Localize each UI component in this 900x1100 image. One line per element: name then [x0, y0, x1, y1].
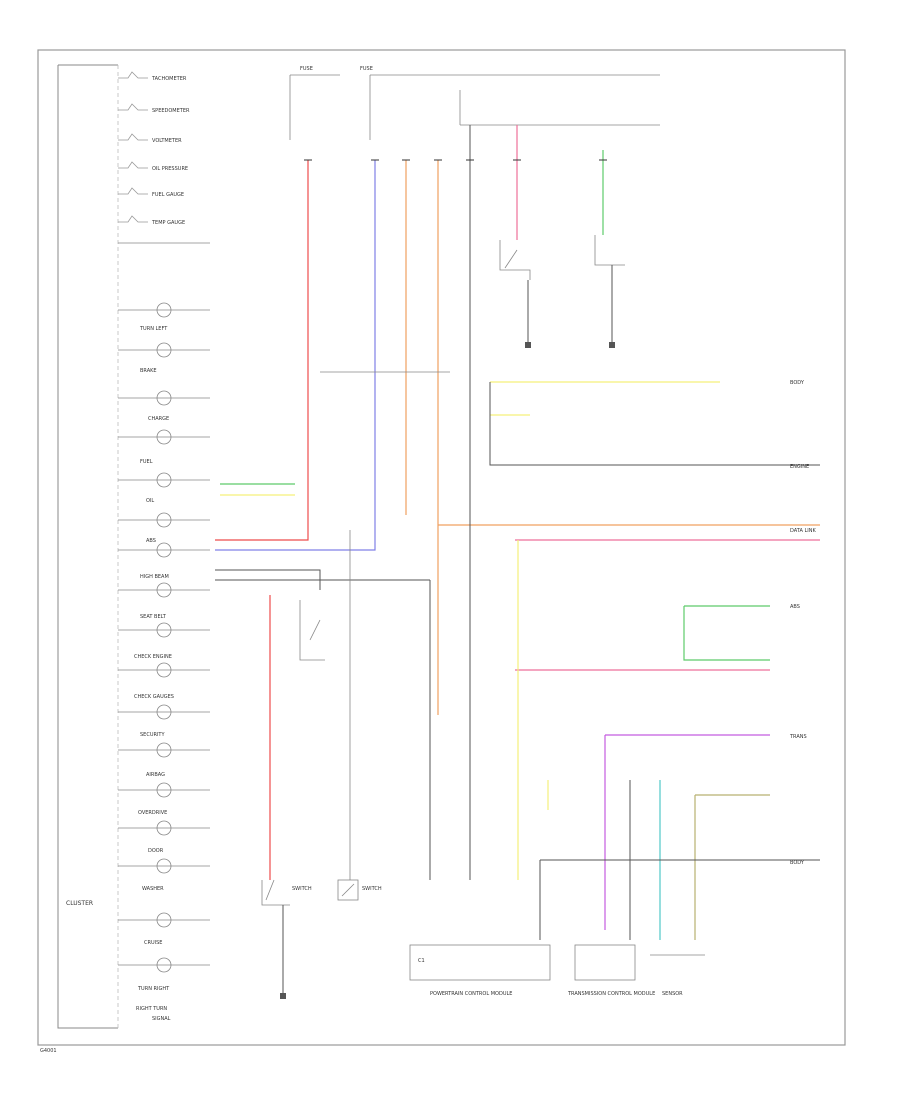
- module-pcm: POWERTRAIN CONTROL MODULE C1: [409, 944, 551, 997]
- cluster-outline: [57, 64, 118, 1029]
- indicator-row: AIRBAG: [118, 742, 210, 778]
- svg-text:FUSE: FUSE: [300, 66, 313, 72]
- indicator-row: CHECK GAUGES: [118, 662, 210, 700]
- switch-small: [299, 600, 325, 661]
- svg-text:SWITCH: SWITCH: [292, 886, 312, 892]
- svg-text:FUEL: FUEL: [140, 459, 153, 465]
- indicator-row: SEAT BELT: [118, 582, 210, 620]
- ref-label: ENGINE: [790, 464, 809, 470]
- svg-text:OIL: OIL: [146, 498, 154, 504]
- gauge-row-4: OIL PRESSURE: [118, 161, 188, 172]
- switch-pink: [499, 240, 531, 348]
- svg-text:WASHER: WASHER: [142, 886, 164, 892]
- svg-text:TRANSMISSION CONTROL MODULE: TRANSMISSION CONTROL MODULE: [567, 991, 655, 997]
- fuse-block-mid: FUSE: [360, 66, 660, 140]
- svg-text:TURN LEFT: TURN LEFT: [139, 326, 168, 332]
- svg-text:ABS: ABS: [146, 538, 156, 544]
- svg-text:CHECK ENGINE: CHECK ENGINE: [134, 654, 172, 660]
- svg-text:SECURITY: SECURITY: [140, 732, 165, 738]
- svg-text:DOOR: DOOR: [148, 848, 164, 854]
- svg-text:OVERDRIVE: OVERDRIVE: [138, 810, 167, 816]
- svg-text:C1: C1: [418, 958, 425, 964]
- wire-blue: [215, 160, 376, 551]
- gauge-row-2: SPEEDOMETER: [118, 103, 190, 114]
- svg-text:CHARGE: CHARGE: [148, 416, 169, 422]
- diagram-frame: [37, 49, 846, 1046]
- indicator-row: HIGH BEAM: [118, 542, 210, 580]
- fuse-block-left: FUSE: [289, 66, 340, 140]
- bottom-label-1: RIGHT TURN: [136, 1006, 167, 1012]
- switch-green: [594, 235, 625, 348]
- footer-code: G4001: [40, 1048, 57, 1054]
- switch-lower-2: SWITCH: [337, 879, 382, 901]
- svg-text:POWERTRAIN CONTROL MODULE: POWERTRAIN CONTROL MODULE: [430, 991, 512, 997]
- gauge-column: TACHOMETER SPEEDOMETER VOLTMETER OIL PRE…: [118, 71, 210, 244]
- svg-text:VOLTMETER: VOLTMETER: [152, 138, 182, 144]
- indicator-row: DOOR: [118, 820, 210, 854]
- svg-text:SPEEDOMETER: SPEEDOMETER: [152, 108, 190, 114]
- indicator-row: CHECK ENGINE: [118, 622, 210, 660]
- svg-text:TEMP GAUGE: TEMP GAUGE: [151, 220, 185, 226]
- ref-label: TRANS: [789, 734, 807, 740]
- indicator-row: CHARGE: [118, 390, 210, 422]
- ref-label: ABS: [790, 604, 800, 610]
- indicator-row: ABS: [118, 512, 210, 544]
- svg-text:HIGH BEAM: HIGH BEAM: [140, 574, 169, 580]
- wire-gray-set: [215, 125, 820, 940]
- wire-green: [220, 150, 770, 661]
- gauge-row-3: VOLTMETER: [118, 133, 182, 144]
- svg-text:CHECK GAUGES: CHECK GAUGES: [134, 694, 174, 700]
- svg-text:FUEL GAUGE: FUEL GAUGE: [152, 192, 184, 198]
- svg-text:SENSOR: SENSOR: [662, 991, 683, 997]
- wire-olive: [694, 794, 770, 940]
- wire-pink: [515, 125, 820, 671]
- module-tcm: TRANSMISSION CONTROL MODULE: [567, 944, 655, 997]
- ref-column: BODY ENGINE DATA LINK ABS TRANS BODY: [789, 380, 816, 866]
- wire-yellow: [220, 381, 720, 880]
- ref-label: DATA LINK: [790, 528, 816, 534]
- svg-text:TURN RIGHT: TURN RIGHT: [137, 986, 170, 992]
- instrument-cluster: CLUSTER: [57, 64, 119, 1029]
- svg-text:BRAKE: BRAKE: [140, 368, 157, 374]
- module-sensor: SENSOR: [650, 954, 705, 997]
- indicator-row: OIL: [118, 472, 210, 504]
- svg-text:FUSE: FUSE: [360, 66, 373, 72]
- svg-text:SEAT BELT: SEAT BELT: [140, 614, 167, 620]
- gauge-row-6: TEMP GAUGE: [118, 215, 185, 226]
- indicator-row: CRUISE: [118, 912, 210, 946]
- indicator-row: BRAKE: [118, 342, 210, 374]
- svg-text:TACHOMETER: TACHOMETER: [151, 76, 187, 82]
- indicator-row: TURN LEFT: [118, 302, 210, 332]
- indicator-column: TURN LEFT BRAKE CHARGE FUEL OIL ABS: [118, 302, 210, 1022]
- indicator-row: TURN RIGHT: [118, 957, 210, 992]
- wire-red: [215, 160, 309, 880]
- svg-text:CRUISE: CRUISE: [144, 940, 162, 946]
- switch-lower-1: SWITCH: [261, 879, 312, 999]
- svg-text:SWITCH: SWITCH: [362, 886, 382, 892]
- indicator-row: SECURITY: [118, 704, 210, 738]
- gauge-row-5: FUEL GAUGE: [118, 187, 184, 198]
- svg-text:OIL PRESSURE: OIL PRESSURE: [152, 166, 188, 172]
- indicator-row: FUEL: [118, 429, 210, 465]
- splice-bar-top: [459, 90, 660, 126]
- wire-violet: [604, 734, 770, 930]
- svg-text:AIRBAG: AIRBAG: [146, 772, 165, 778]
- ref-label: BODY: [790, 380, 805, 386]
- indicator-row: WASHER: [118, 858, 210, 892]
- ref-label: BODY: [790, 860, 805, 866]
- bottom-label-2: SIGNAL: [152, 1016, 171, 1022]
- cluster-label: CLUSTER: [66, 900, 93, 907]
- gauge-row-1: TACHOMETER: [118, 71, 187, 82]
- indicator-row: OVERDRIVE: [118, 782, 210, 816]
